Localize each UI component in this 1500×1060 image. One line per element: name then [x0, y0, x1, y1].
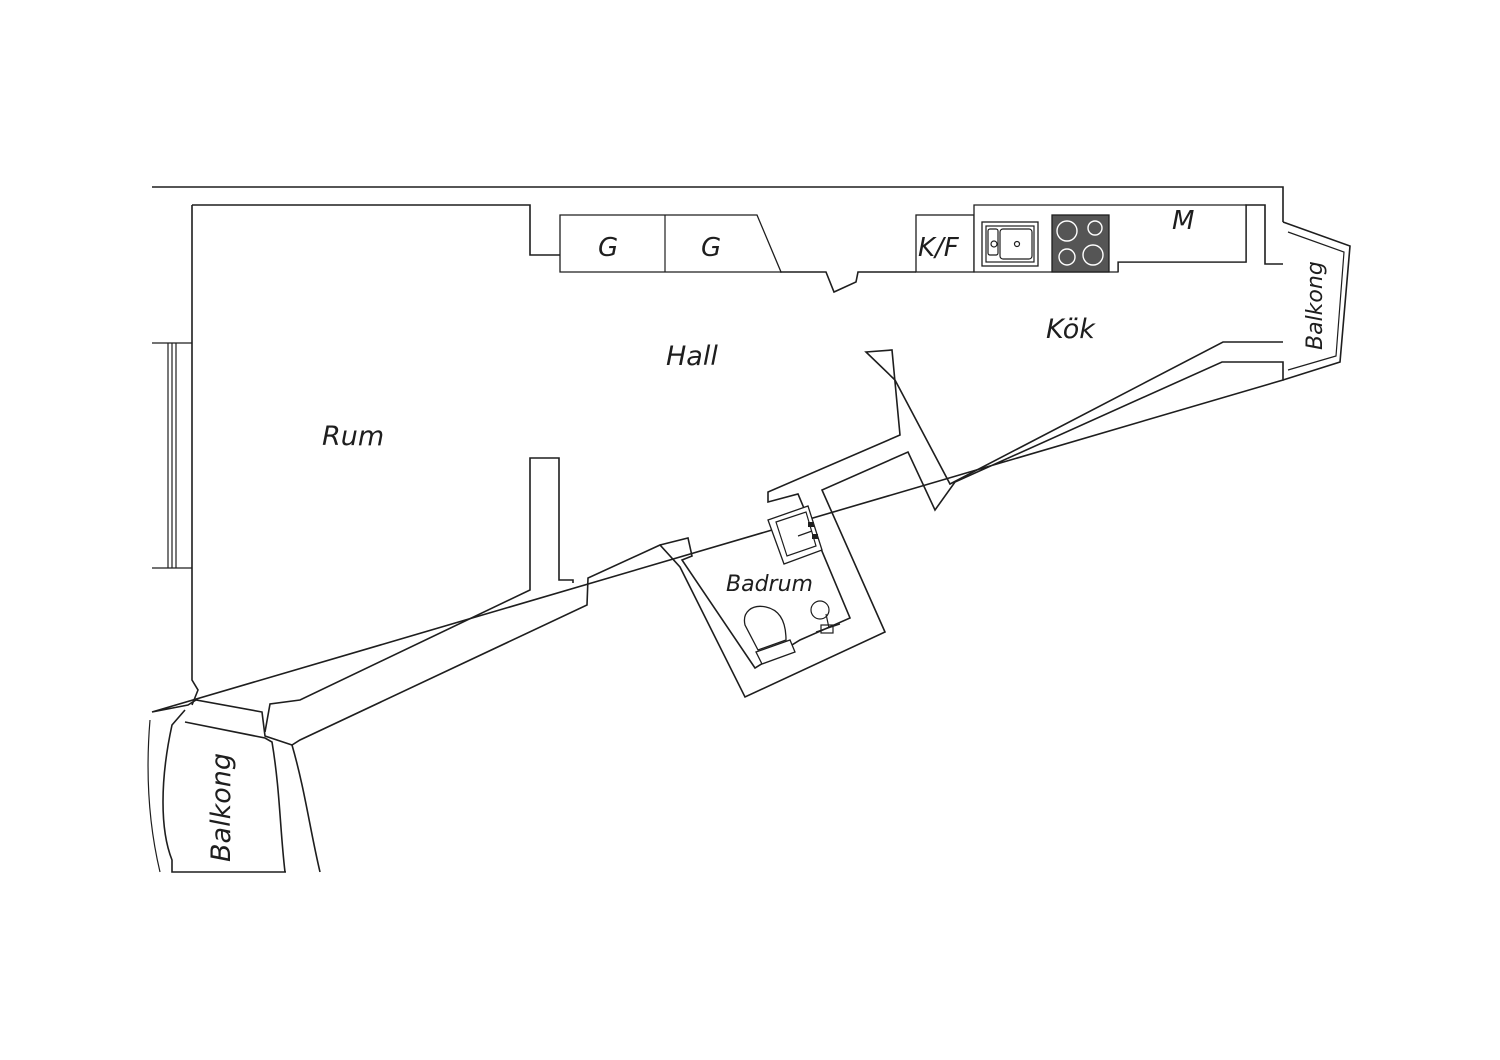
- stove-icon: [1051, 214, 1110, 273]
- fixture-label-fridge-freezer: K/F: [918, 233, 960, 263]
- fixture-label-wardrobe-1: G: [598, 233, 618, 263]
- balcony-right: [1282, 221, 1351, 381]
- shower-icon: [810, 600, 841, 634]
- wardrobes: [559, 214, 782, 273]
- toilet-icon: [743, 605, 796, 665]
- fixture-label-microwave: M: [1172, 206, 1194, 236]
- fixture-label-wardrobe-2: G: [701, 233, 721, 263]
- room-label-kok: Kök: [1046, 314, 1096, 345]
- room-label-balkong-left: Balkong: [206, 753, 237, 862]
- room-label-hall: Hall: [666, 341, 718, 372]
- washbasin-icon: [767, 505, 823, 565]
- sink-icon: [981, 221, 1039, 267]
- room-label-rum: Rum: [322, 421, 384, 452]
- kitchen-counter: [915, 204, 1247, 273]
- window-left: [152, 342, 192, 569]
- room-label-balkong-right: Balkong: [1303, 261, 1328, 350]
- balcony-left: [147, 709, 321, 873]
- room-label-badrum: Badrum: [726, 572, 813, 597]
